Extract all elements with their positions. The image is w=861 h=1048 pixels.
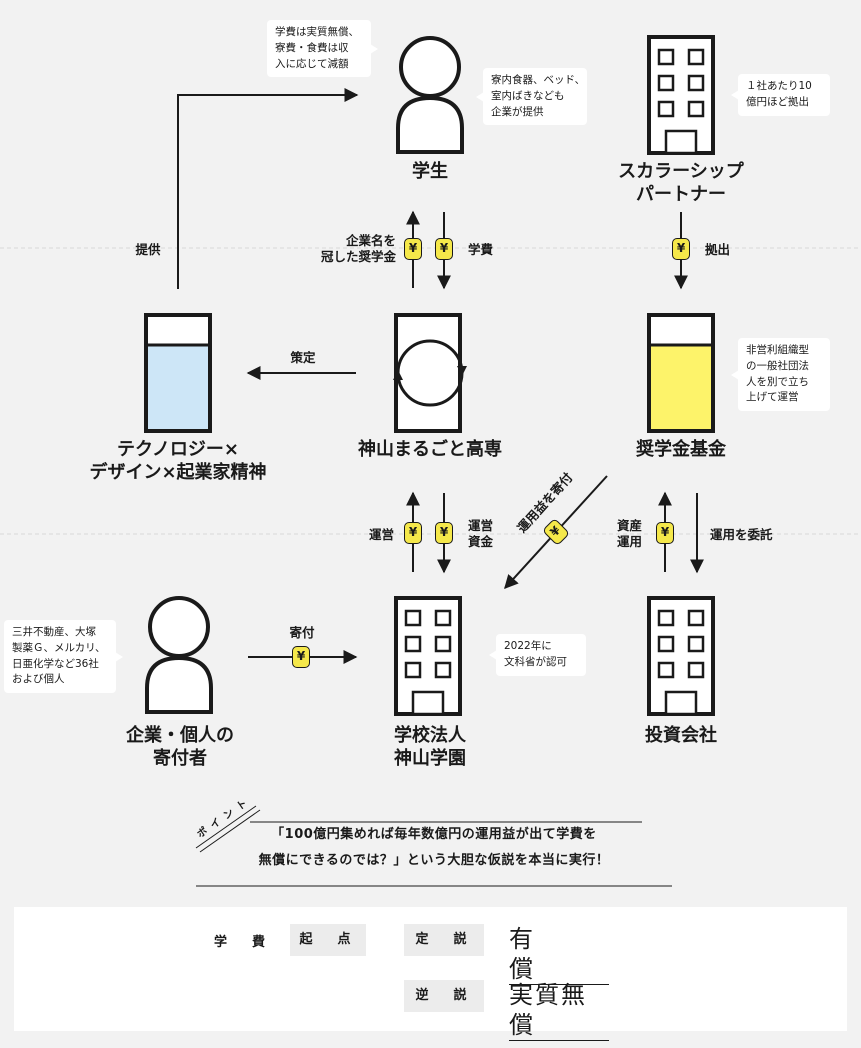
note-line: 入に応じて減額 (275, 57, 349, 70)
yen-coin-icon: ¥ (656, 522, 674, 544)
provide-arrow (177, 88, 359, 289)
yen-coin-icon: ¥ (292, 646, 310, 668)
provide-label: 提供 (135, 242, 161, 257)
label-line: 企業名を (345, 233, 396, 248)
yen-coin-icon: ¥ (404, 522, 422, 544)
note-line: 室内ばきなども (491, 89, 565, 102)
formulate-label: 策定 (290, 350, 316, 365)
fund-container-icon (647, 313, 715, 433)
student-person-icon (396, 36, 464, 154)
donor-note-bubble: 三井不動産、大塚 製薬Ｇ、メルカリ、 日亜化学など36社 および個人 (4, 620, 123, 693)
investment-label: 投資会社 (645, 725, 717, 746)
note-line: 製薬Ｇ、メルカリ、 (12, 641, 106, 654)
label-line: 冠した奨学金 (320, 248, 396, 264)
school-building-icon (394, 596, 462, 716)
yen-coin-icon: ¥ (672, 238, 690, 260)
note-line: 非営利組織型 (746, 344, 809, 356)
yen-coin-icon: ¥ (435, 238, 453, 260)
note-line: および個人 (12, 673, 65, 686)
label-line: 学校法人 (394, 725, 466, 746)
established-chip: 定 説 (404, 924, 484, 956)
operating-funds-label: 運営 資金 (468, 518, 502, 549)
label-line: 神山学園 (394, 747, 466, 769)
point-tag-rule (195, 805, 257, 849)
tuition-subject-label: 学 費 (214, 935, 272, 950)
curriculum-container-icon (144, 313, 212, 433)
label-line: 資産 (616, 518, 642, 533)
operation-label: 運営 (368, 527, 394, 542)
origin-chip: 起 点 (290, 924, 366, 956)
label-line: 企業・個人の (126, 725, 234, 746)
note-line: 上げて運営 (746, 391, 799, 404)
label-line: 運用 (616, 533, 642, 549)
free-result: 実質無償 (509, 980, 609, 1041)
note-line: 三井不動産、大塚 (12, 626, 96, 638)
point-tag-rule (199, 809, 261, 853)
partner-note-bubble: １社あたり10 億円ほど拠出 (731, 74, 830, 116)
note-line: 企業が提供 (491, 105, 544, 118)
approval-note-bubble: 2022年に 文科省が認可 (489, 634, 586, 676)
paid-result: 有 償 (509, 924, 609, 985)
named-scholarship-label: 企業名を 冠した奨学金 (300, 233, 396, 264)
label-line: 寄付者 (153, 747, 207, 769)
point-statement: 「100億円集めれば毎年数億円の運用益が出て学費を 無償にできるのでは？」という… (196, 822, 672, 874)
curriculum-label: テクノロジー× デザイン×起業家精神 (70, 439, 286, 484)
yen-coin-icon: ¥ (435, 522, 453, 544)
note-line: １社あたり10 (746, 80, 812, 92)
point-line: 「100億円集めれば毎年数億円の運用益が出て学費を (271, 827, 597, 842)
note-line: 日亜化学など36社 (12, 657, 99, 670)
note-line: 2022年に (504, 640, 552, 652)
note-line: 億円ほど拠出 (746, 95, 809, 108)
label-line: 資金 (468, 533, 494, 549)
note-line: 学費は実質無償、 (275, 26, 359, 38)
note-line: の一般社団法 (746, 359, 809, 372)
label-line: スカラーシップ (618, 161, 744, 182)
note-line: 人を別で立ち (746, 375, 809, 388)
kosen-label: 神山まるごと高専 (358, 439, 502, 460)
label-line: テクノロジー× (116, 439, 239, 460)
tuition-flow-label: 学費 (468, 242, 494, 257)
point-line: 無償にできるのでは？」という大胆な仮説を本当に実行！ (258, 853, 610, 868)
label-line: パートナー (636, 183, 726, 205)
donors-label: 企業・個人の 寄付者 (110, 725, 250, 770)
note-line: 文科省が認可 (504, 655, 567, 668)
entrust-management-label: 運用を委託 (710, 527, 773, 542)
investment-building-icon (647, 596, 715, 716)
donation-label: 寄付 (289, 625, 315, 640)
fund-note-bubble: 非営利組織型 の一般社団法 人を別で立ち 上げて運営 (731, 338, 830, 411)
yen-coin-icon: ¥ (404, 238, 422, 260)
fund-label: 奨学金基金 (636, 439, 726, 460)
furniture-note-bubble: 寮内食器、ベッド、 室内ばきなども 企業が提供 (476, 68, 587, 126)
note-line: 寮費・食費は収 (275, 41, 349, 54)
student-label: 学生 (412, 161, 448, 182)
contribute-label: 拠出 (705, 242, 731, 257)
label-line: 運営 (468, 518, 494, 533)
label-line: デザイン×起業家精神 (89, 461, 267, 483)
donor-person-icon (145, 596, 213, 714)
asset-management-label: 資産 運用 (606, 518, 642, 549)
kosen-cycle-icon (393, 313, 467, 433)
note-line: 寮内食器、ベッド、 (491, 74, 586, 86)
partner-building-icon (647, 35, 715, 155)
school-corp-label: 学校法人 神山学園 (370, 725, 490, 770)
reverse-chip: 逆 説 (404, 980, 484, 1012)
scholarship-partner-label: スカラーシップ パートナー (600, 161, 762, 206)
tuition-note-bubble: 学費は実質無償、 寮費・食費は収 入に応じて減額 (267, 20, 378, 78)
